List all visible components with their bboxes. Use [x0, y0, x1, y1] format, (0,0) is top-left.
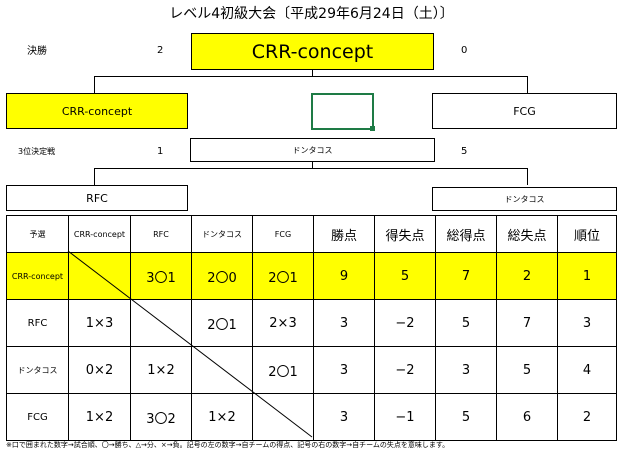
- result-cell: 2〇1: [252, 346, 314, 394]
- result-cell: 1×2: [191, 393, 253, 441]
- header-cell: 順位: [557, 215, 617, 253]
- rank-cell: 3: [557, 299, 617, 347]
- final-label: 決勝: [27, 46, 47, 57]
- table-row: FCG 1×2 3〇2 1×2 3 −1 5 6 2: [6, 393, 617, 441]
- table-row: CRR-concept 3〇1 2〇0 2〇1 9 5 7 2 1: [6, 252, 617, 300]
- final-bracket-left: [94, 76, 95, 93]
- result-cell: 1×3: [68, 299, 131, 347]
- diff-cell: −2: [374, 299, 436, 347]
- result-cell: 0×2: [68, 346, 131, 394]
- table-row: ドンタコス 0×2 1×2 2〇1 3 −2 3 5 4: [6, 346, 617, 394]
- third-bracket-center: [312, 162, 313, 169]
- team-name: FCG: [6, 393, 69, 441]
- third-place-label: 3位決定戦: [18, 147, 56, 156]
- result-cell: [130, 299, 192, 347]
- third-bracket-right: [527, 168, 528, 185]
- points-cell: 3: [313, 346, 375, 394]
- third-right-team: ドンタコス: [432, 187, 617, 211]
- final-right-team: FCG: [432, 93, 617, 129]
- points-cell: 3: [313, 299, 375, 347]
- result-cell: 3〇1: [130, 252, 192, 300]
- team-name: CRR-concept: [6, 252, 69, 300]
- header-cell: 得失点: [374, 215, 436, 253]
- goals-against-cell: 6: [496, 393, 558, 441]
- team-name: ドンタコス: [6, 346, 69, 394]
- goals-against-cell: 5: [496, 346, 558, 394]
- result-cell: [68, 252, 131, 300]
- header-cell: RFC: [130, 215, 192, 253]
- result-cell: 1×2: [68, 393, 131, 441]
- final-left-team: CRR-concept: [6, 93, 188, 129]
- result-cell: 2〇1: [252, 252, 314, 300]
- third-bracket-line: [94, 168, 528, 169]
- final-winner-box: CRR-concept: [191, 33, 434, 70]
- diff-cell: −2: [374, 346, 436, 394]
- goals-against-cell: 2: [496, 252, 558, 300]
- league-table: 予選 CRR-concept RFC ドンタコス FCG 勝点 得失点 総得点 …: [6, 215, 617, 441]
- footnote: ※口で囲まれた数字→試合順、〇→勝ち、△→分、×→負。記号の左の数字→自チームの…: [6, 441, 450, 449]
- header-cell: CRR-concept: [68, 215, 131, 253]
- header-cell: ドンタコス: [191, 215, 253, 253]
- points-cell: 9: [313, 252, 375, 300]
- team-name: RFC: [6, 299, 69, 347]
- result-cell: [191, 346, 253, 394]
- goals-against-cell: 7: [496, 299, 558, 347]
- third-left-score: 1: [157, 146, 164, 157]
- rank-cell: 2: [557, 393, 617, 441]
- selected-cell[interactable]: [311, 93, 375, 131]
- third-left-team: RFC: [6, 185, 188, 211]
- final-bracket-center: [312, 70, 313, 77]
- goals-for-cell: 5: [435, 393, 497, 441]
- result-cell: 2〇0: [191, 252, 253, 300]
- header-cell: 勝点: [313, 215, 375, 253]
- third-winner-box: ドンタコス: [190, 138, 435, 162]
- fill-handle[interactable]: [370, 126, 375, 131]
- final-left-score: 2: [157, 45, 164, 56]
- rank-cell: 1: [557, 252, 617, 300]
- header-cell: 予選: [6, 215, 69, 253]
- result-cell: 3〇2: [130, 393, 192, 441]
- result-cell: [252, 393, 314, 441]
- header-cell: 総失点: [496, 215, 558, 253]
- rank-cell: 4: [557, 346, 617, 394]
- result-cell: 1×2: [130, 346, 192, 394]
- diff-cell: 5: [374, 252, 436, 300]
- third-bracket-left: [94, 168, 95, 185]
- points-cell: 3: [313, 393, 375, 441]
- table-header-row: 予選 CRR-concept RFC ドンタコス FCG 勝点 得失点 総得点 …: [6, 215, 617, 253]
- diff-cell: −1: [374, 393, 436, 441]
- page-title: レベル4初級大会〔平成29年6月24日（土）〕: [169, 6, 454, 22]
- header-cell: FCG: [252, 215, 314, 253]
- final-bracket-line: [94, 76, 528, 77]
- final-bracket-right: [527, 76, 528, 93]
- result-cell: 2×3: [252, 299, 314, 347]
- third-right-score: 5: [461, 146, 468, 157]
- table-row: RFC 1×3 2〇1 2×3 3 −2 5 7 3: [6, 299, 617, 347]
- result-cell: 2〇1: [191, 299, 253, 347]
- final-right-score: 0: [461, 45, 468, 56]
- goals-for-cell: 5: [435, 299, 497, 347]
- header-cell: 総得点: [435, 215, 497, 253]
- goals-for-cell: 3: [435, 346, 497, 394]
- goals-for-cell: 7: [435, 252, 497, 300]
